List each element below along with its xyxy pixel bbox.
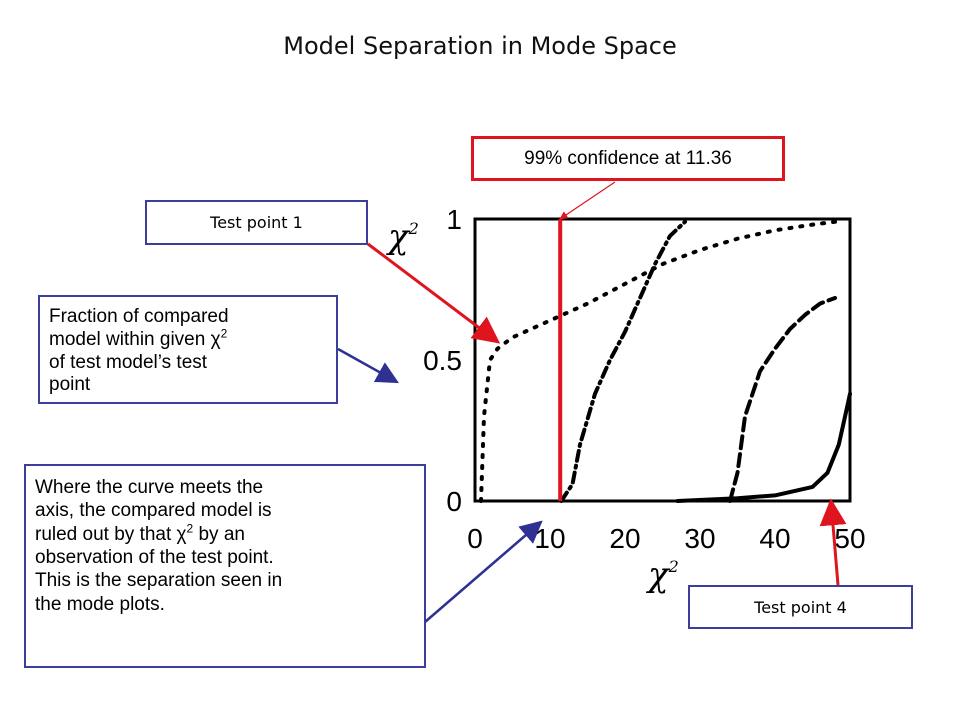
fraction-line-2-text: model within given χ bbox=[49, 328, 221, 350]
y-tick-label-1: 0.5 bbox=[423, 345, 462, 376]
series-2-line bbox=[559, 219, 687, 503]
x-tick-labels: 0 10 20 30 40 50 bbox=[467, 523, 865, 554]
x-tick-label-4: 40 bbox=[759, 523, 790, 554]
curve-line-1: Where the curve meets the bbox=[35, 477, 264, 498]
chi-exp-y: 2 bbox=[408, 219, 419, 238]
fraction-callout: Fraction of compared model within given … bbox=[38, 295, 338, 404]
chi-base-x: χ bbox=[646, 555, 671, 595]
confidence-callout: 99% confidence at 11.36 bbox=[471, 136, 785, 181]
plot-frame bbox=[473, 217, 852, 503]
fraction-line-1: Fraction of compared bbox=[49, 306, 229, 327]
curve-line-3-sup: 2 bbox=[186, 521, 194, 536]
curve-line-3-pre: ruled out by that χ bbox=[35, 523, 187, 545]
chi-base-y: χ bbox=[386, 217, 411, 257]
y-tick-labels: 00.51 bbox=[423, 204, 462, 517]
arrow-fraction bbox=[337, 347, 399, 384]
x-tick-label-0: 0 bbox=[467, 523, 483, 554]
chi-exp-x: 2 bbox=[668, 557, 679, 576]
fraction-line-2: model within given χ2 bbox=[49, 326, 336, 352]
curves bbox=[479, 219, 852, 503]
x-tick-label-2: 20 bbox=[609, 523, 640, 554]
fraction-line-2-sup: 2 bbox=[220, 326, 228, 341]
curve-line-3-post: by an bbox=[193, 523, 245, 545]
series-4-line bbox=[675, 391, 852, 503]
test-point-1-callout: Test point 1 bbox=[145, 200, 368, 245]
curve-line-4: observation of the test point. bbox=[35, 547, 274, 569]
slide-title: Model Separation in Mode Space bbox=[283, 32, 677, 60]
y-tick-label-0: 0 bbox=[446, 486, 462, 517]
curve-line-5: This is the separation seen in bbox=[35, 570, 283, 592]
x-tick-label-1: 10 bbox=[534, 523, 565, 554]
arrow-test-point-1 bbox=[367, 242, 501, 344]
series-3-line bbox=[728, 296, 837, 503]
confidence-label: 99% confidence at 11.36 bbox=[524, 147, 732, 169]
y-tick-label-2: 1 bbox=[446, 204, 462, 235]
curve-line-3: ruled out by that χ2 by an bbox=[35, 521, 424, 546]
fraction-line-4: point bbox=[49, 374, 91, 396]
test-point-1-label: Test point 1 bbox=[210, 213, 303, 232]
arrow-test-point-4 bbox=[819, 498, 847, 586]
test-point-4-label: Test point 4 bbox=[754, 597, 847, 617]
curve-axis-callout: Where the curve meets the axis, the comp… bbox=[24, 464, 426, 668]
series-1-line bbox=[479, 219, 837, 503]
test-point-4-callout: Test point 4 bbox=[688, 585, 913, 629]
chi-squared-symbol-x: χ2 bbox=[646, 555, 679, 595]
arrow-confidence bbox=[559, 181, 616, 220]
arrow-curve bbox=[424, 520, 543, 623]
curve-line-6: the mode plots. bbox=[35, 593, 165, 615]
x-tick-label-5: 50 bbox=[834, 523, 865, 554]
x-tick-label-3: 30 bbox=[684, 523, 715, 554]
chi-squared-symbol-y: χ2 bbox=[386, 217, 419, 257]
fraction-line-3: of test model’s test bbox=[49, 351, 208, 373]
curve-line-2: axis, the compared model is bbox=[35, 500, 272, 522]
